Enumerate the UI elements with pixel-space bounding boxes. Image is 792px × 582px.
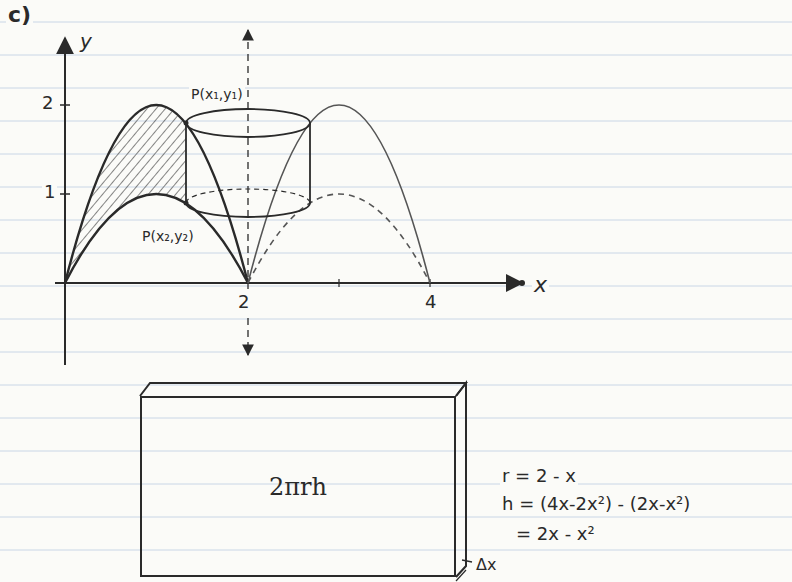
tick-label: 1: [42, 182, 57, 203]
equation: r = 2 - x: [500, 466, 578, 487]
tick-label: 2: [40, 93, 55, 114]
cylindrical-shell: [186, 109, 310, 217]
tick-label: 2: [236, 292, 251, 313]
paper-rules: [0, 22, 792, 550]
inner-curve: [65, 194, 248, 283]
axis-dot: [519, 280, 525, 286]
equation: = 2x - x²: [514, 524, 597, 545]
outer-curve: [65, 105, 248, 283]
equation: h = (4x-2x²) - (2x-x²): [500, 494, 692, 515]
reflected-outer-curve: [248, 105, 430, 283]
y-axis: [64, 38, 66, 365]
unrolled-shell-face: 2πrh: [140, 396, 456, 577]
formula-text: 2πrh: [269, 473, 327, 501]
tick-label: 4: [423, 292, 438, 313]
point-label: P(x₂,y₂): [140, 228, 196, 244]
point-label: P(x₁,y₁): [189, 86, 245, 102]
hatched-region: [65, 105, 186, 283]
dimension-label: Δx: [474, 556, 498, 574]
axis-label: x: [532, 272, 549, 297]
unrolled-shell: [140, 383, 472, 581]
part-letter: c): [6, 2, 33, 27]
axis-label: y: [78, 30, 94, 53]
x-axis: [55, 282, 522, 284]
reflected-inner-curve: [248, 194, 430, 283]
